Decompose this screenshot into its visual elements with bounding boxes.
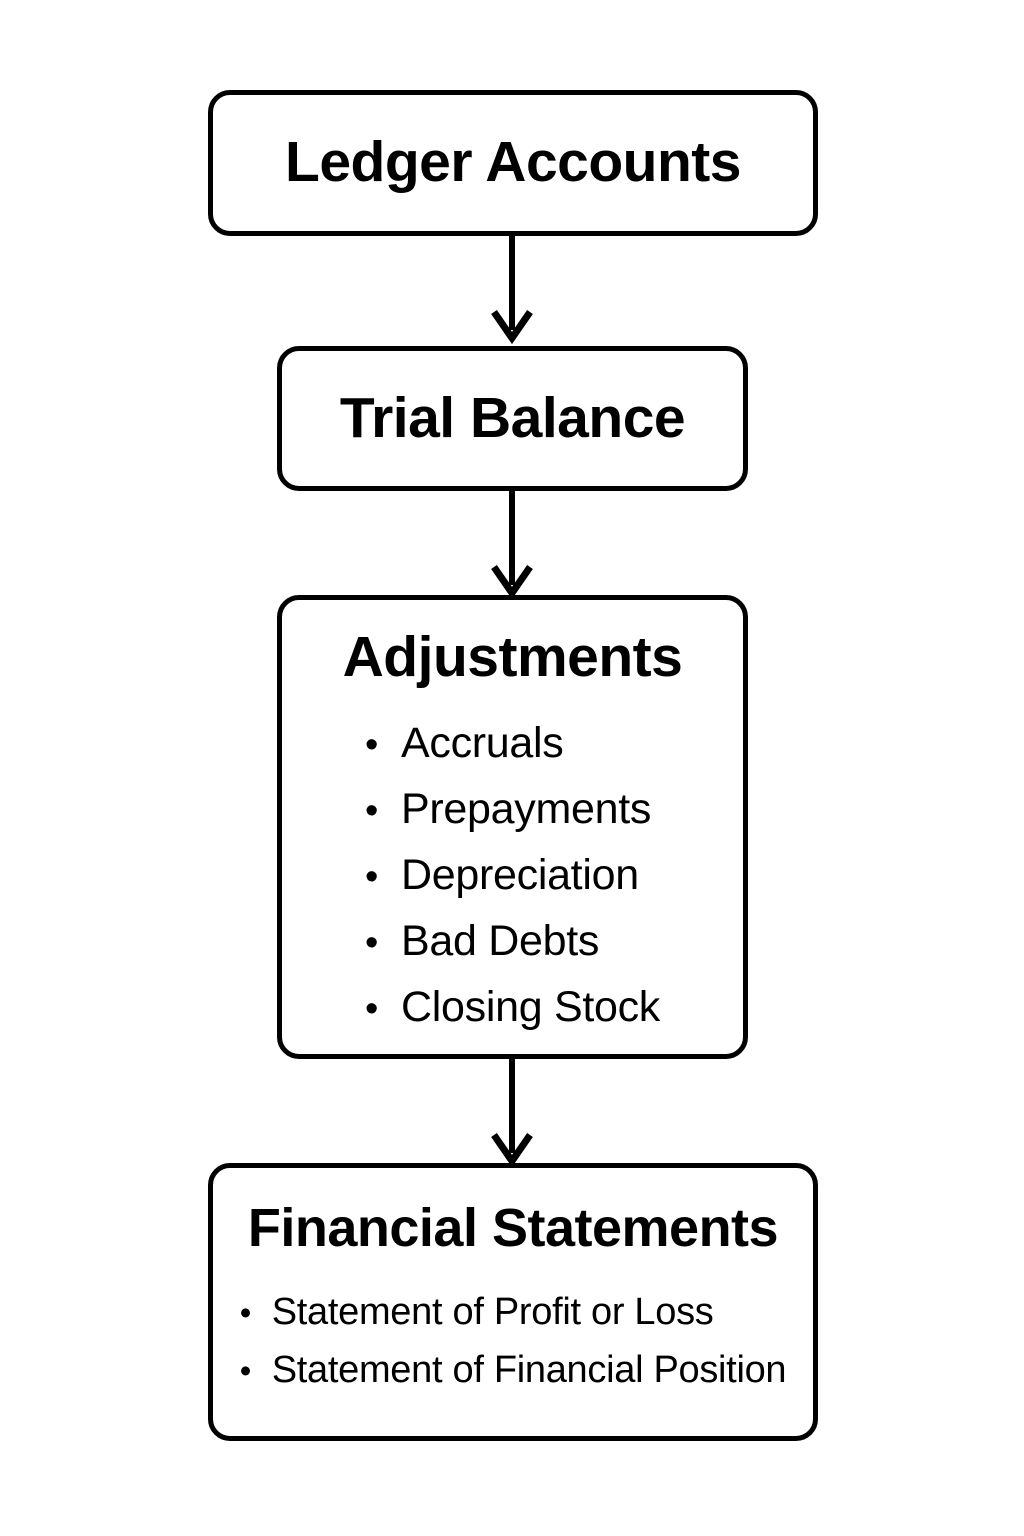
bullet-dot-icon: •	[365, 987, 379, 1030]
bullet-dot-icon: •	[239, 1293, 252, 1331]
list-item-label: Statement of Financial Position	[271, 1348, 787, 1391]
list-item: • Depreciation	[365, 842, 660, 908]
list-item: • Closing Stock	[365, 974, 660, 1040]
node-trial-balance[interactable]: Trial Balance	[277, 346, 748, 491]
adjustments-bullet-list: • Accruals • Prepayments • Depreciation …	[365, 710, 660, 1040]
list-item-label: Depreciation	[401, 850, 639, 899]
bullet-dot-icon: •	[365, 723, 379, 766]
list-item-label: Bad Debts	[401, 916, 600, 965]
list-item: • Statement of Financial Position	[240, 1341, 787, 1399]
list-item: • Bad Debts	[365, 908, 660, 974]
node-adjustments-title: Adjustments	[342, 625, 683, 689]
list-item: • Accruals	[365, 710, 660, 776]
node-ledger-accounts-title: Ledger Accounts	[285, 130, 741, 195]
list-item-label: Prepayments	[401, 784, 652, 833]
node-financial-statements-title: Financial Statements	[247, 1198, 779, 1258]
list-item: • Statement of Profit or Loss	[240, 1283, 787, 1341]
bullet-dot-icon: •	[239, 1351, 252, 1389]
bullet-dot-icon: •	[365, 921, 379, 964]
node-trial-balance-title: Trial Balance	[339, 385, 686, 450]
bullet-dot-icon: •	[365, 855, 379, 898]
node-financial-statements[interactable]: Financial Statements • Statement of Prof…	[208, 1163, 818, 1441]
list-item-label: Statement of Profit or Loss	[271, 1290, 714, 1333]
bullet-dot-icon: •	[365, 789, 379, 832]
node-ledger-accounts[interactable]: Ledger Accounts	[208, 90, 818, 236]
list-item-label: Closing Stock	[401, 982, 660, 1031]
list-item: • Prepayments	[365, 776, 660, 842]
node-adjustments[interactable]: Adjustments • Accruals • Prepayments • D…	[277, 595, 748, 1059]
financial-statements-bullet-list: • Statement of Profit or Loss • Statemen…	[240, 1283, 787, 1399]
list-item-label: Accruals	[401, 718, 564, 767]
